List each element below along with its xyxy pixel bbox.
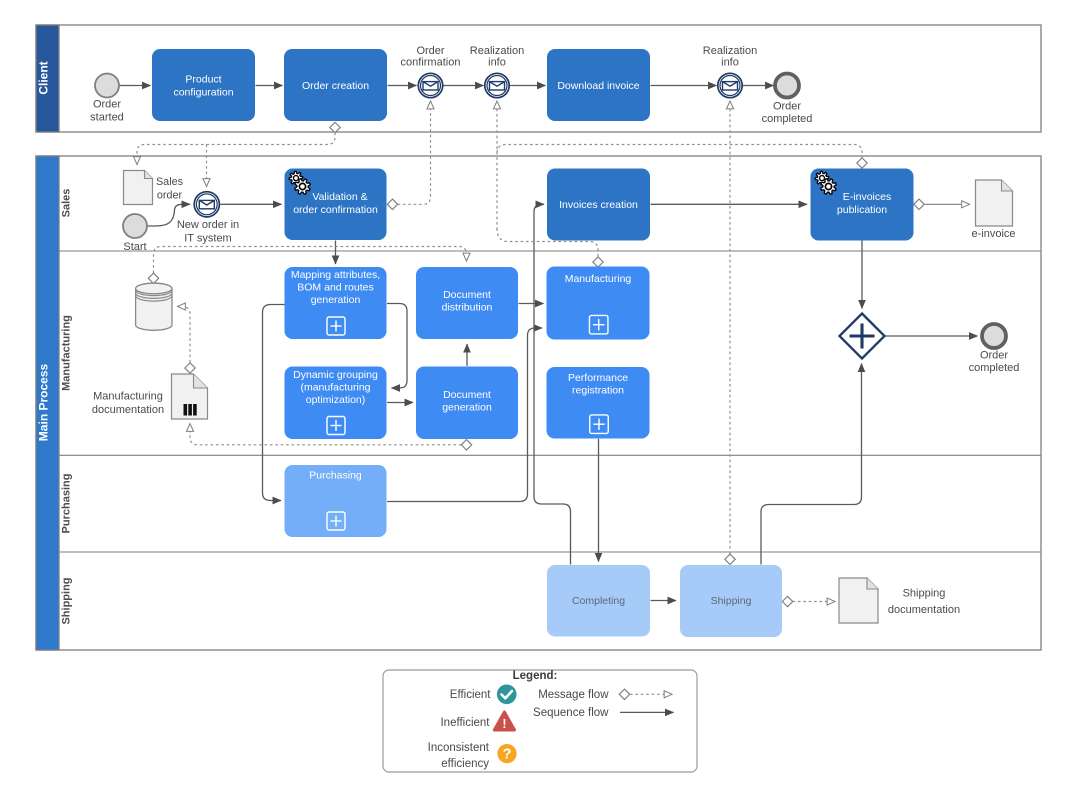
svg-text:Order: Order — [93, 99, 121, 111]
svg-text:Dynamic grouping: Dynamic grouping — [293, 369, 378, 381]
svg-text:generation: generation — [442, 402, 492, 414]
svg-text:Inconsistent: Inconsistent — [428, 742, 490, 754]
svg-text:BOM and routes: BOM and routes — [297, 282, 373, 294]
svg-text:Efficient: Efficient — [450, 689, 492, 701]
svg-text:Client: Client — [37, 61, 51, 94]
svg-text:Performance: Performance — [568, 372, 628, 384]
svg-text:efficiency: efficiency — [441, 758, 489, 770]
svg-text:e-invoice: e-invoice — [971, 228, 1015, 240]
svg-text:Manufacturing: Manufacturing — [93, 391, 163, 403]
svg-text:IT system: IT system — [184, 233, 231, 245]
svg-text:Manufacturing: Manufacturing — [61, 315, 73, 391]
svg-text:configuration: configuration — [173, 86, 233, 98]
svg-text:Order: Order — [416, 45, 444, 57]
svg-text:?: ? — [503, 747, 512, 763]
svg-text:order: order — [157, 190, 183, 202]
svg-text:Inefficient: Inefficient — [440, 717, 490, 729]
svg-text:Main Process: Main Process — [37, 363, 51, 441]
svg-text:Validation &: Validation & — [312, 191, 367, 203]
svg-text:Sales: Sales — [61, 189, 73, 218]
svg-text:documentation: documentation — [888, 604, 960, 616]
svg-text:completed: completed — [762, 113, 813, 125]
svg-text:Product: Product — [185, 73, 221, 85]
svg-text:Realization: Realization — [470, 45, 524, 57]
svg-text:publication: publication — [837, 204, 887, 216]
svg-text:Invoices creation: Invoices creation — [559, 199, 638, 211]
svg-text:Manufacturing: Manufacturing — [565, 273, 632, 285]
svg-text:generation: generation — [311, 294, 361, 306]
svg-text:New order in: New order in — [177, 219, 239, 231]
svg-text:registration: registration — [572, 385, 624, 397]
svg-text:Legend:: Legend: — [513, 670, 558, 682]
svg-text:Realization: Realization — [703, 45, 757, 57]
svg-text:Download invoice: Download invoice — [557, 80, 639, 92]
svg-text:Order: Order — [773, 101, 801, 113]
svg-text:confirmation: confirmation — [401, 56, 461, 68]
svg-text:optimization): optimization) — [306, 394, 366, 406]
svg-text:Start: Start — [123, 241, 146, 253]
svg-text:Shipping: Shipping — [903, 588, 946, 600]
svg-text:Sales: Sales — [156, 176, 184, 188]
svg-text:Order: Order — [980, 350, 1008, 362]
svg-text:Order creation: Order creation — [302, 80, 369, 92]
svg-text:started: started — [90, 112, 124, 124]
svg-text:Message flow: Message flow — [538, 689, 609, 701]
svg-text:info: info — [488, 56, 506, 68]
svg-text:distribution: distribution — [442, 302, 493, 314]
svg-text:(manufacturing: (manufacturing — [300, 381, 370, 393]
svg-text:order confirmation: order confirmation — [293, 204, 378, 216]
svg-text:Completing: Completing — [572, 595, 625, 607]
svg-text:Sequence flow: Sequence flow — [533, 707, 609, 719]
svg-text:Document: Document — [443, 289, 491, 301]
svg-text:Document: Document — [443, 389, 491, 401]
svg-text:info: info — [721, 56, 739, 68]
svg-text:!: ! — [502, 717, 506, 731]
svg-text:documentation: documentation — [92, 404, 164, 416]
svg-text:Purchasing: Purchasing — [309, 470, 362, 482]
svg-text:Shipping: Shipping — [711, 595, 752, 607]
svg-text:Mapping attributes,: Mapping attributes, — [291, 269, 380, 281]
svg-text:Shipping: Shipping — [61, 577, 73, 624]
svg-text:Purchasing: Purchasing — [61, 474, 73, 534]
svg-text:completed: completed — [969, 362, 1020, 374]
svg-text:E-invoices: E-invoices — [843, 191, 891, 203]
